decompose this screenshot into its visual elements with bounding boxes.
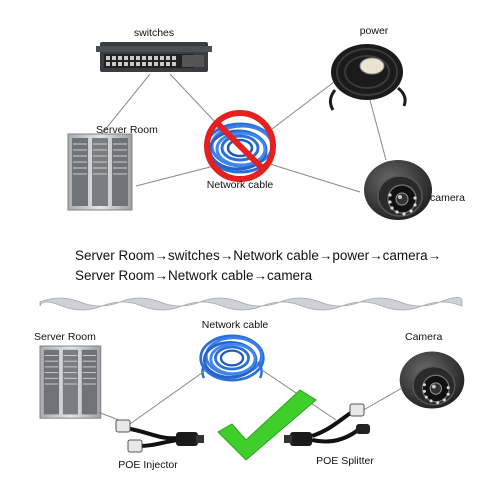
camera-label-bottom: Camera [405, 331, 443, 343]
poe-splitter-label: POE Splitter [316, 455, 374, 467]
network-cable-coil-bottom [201, 336, 264, 380]
dome-camera-bottom [400, 352, 465, 409]
dome-camera-top [364, 160, 432, 220]
server-room-label-top: Server Room [96, 124, 158, 136]
wavy-divider [40, 297, 462, 310]
power-cable-coil [330, 44, 405, 110]
power-label: power [360, 25, 389, 37]
check-mark-icon [218, 390, 316, 460]
network-cable-label-top: Network cable [207, 179, 274, 191]
server-room-label-bottom: Server Room [34, 331, 96, 343]
server-rack-top [68, 134, 132, 210]
poe-injector-label: POE Injector [118, 459, 178, 471]
poe-injector [116, 420, 204, 452]
network-switch [96, 42, 212, 72]
server-rack-bottom [40, 346, 101, 418]
flow-line-1: Server Room→switches→Network cable→power… [75, 248, 441, 263]
camera-label-top: camera [430, 192, 465, 204]
flow-line-2: Server Room→Network cable→camera [75, 268, 313, 283]
switches-label: switches [134, 27, 174, 39]
network-cable-label-bottom: Network cable [202, 319, 269, 331]
